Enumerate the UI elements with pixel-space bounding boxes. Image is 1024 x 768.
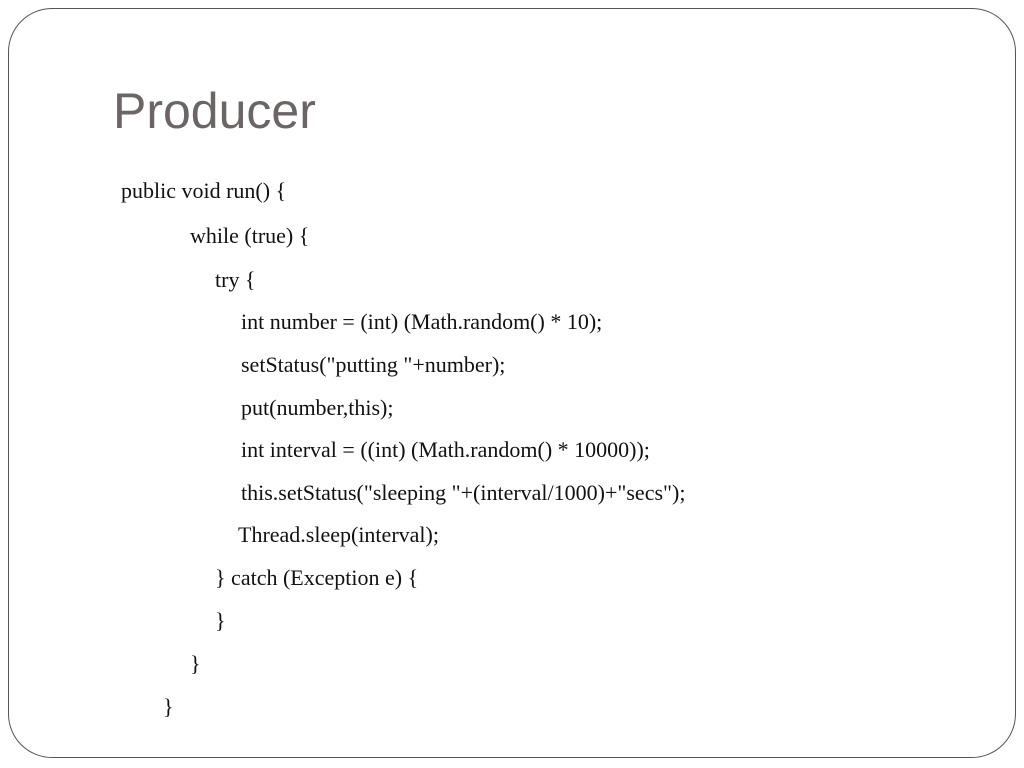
code-line: while (true) { <box>190 223 310 248</box>
code-line: } catch (Exception e) { <box>215 565 419 590</box>
code-line: int number = (int) (Math.random() * 10); <box>241 309 603 334</box>
code-line: try { <box>215 267 256 292</box>
code-line: } <box>190 651 201 676</box>
code-line: } <box>215 608 226 633</box>
slide-frame <box>8 8 1016 758</box>
slide-title: Producer <box>113 83 316 139</box>
code-line: put(number,this); <box>241 395 394 420</box>
code-line: } <box>163 694 174 719</box>
code-line: this.setStatus("sleeping "+(interval/100… <box>241 480 686 505</box>
code-line: Thread.sleep(interval); <box>238 522 439 547</box>
code-line: setStatus("putting "+number); <box>241 352 506 377</box>
code-line: int interval = ((int) (Math.random() * 1… <box>241 437 650 462</box>
code-line: public void run() { <box>121 178 287 203</box>
